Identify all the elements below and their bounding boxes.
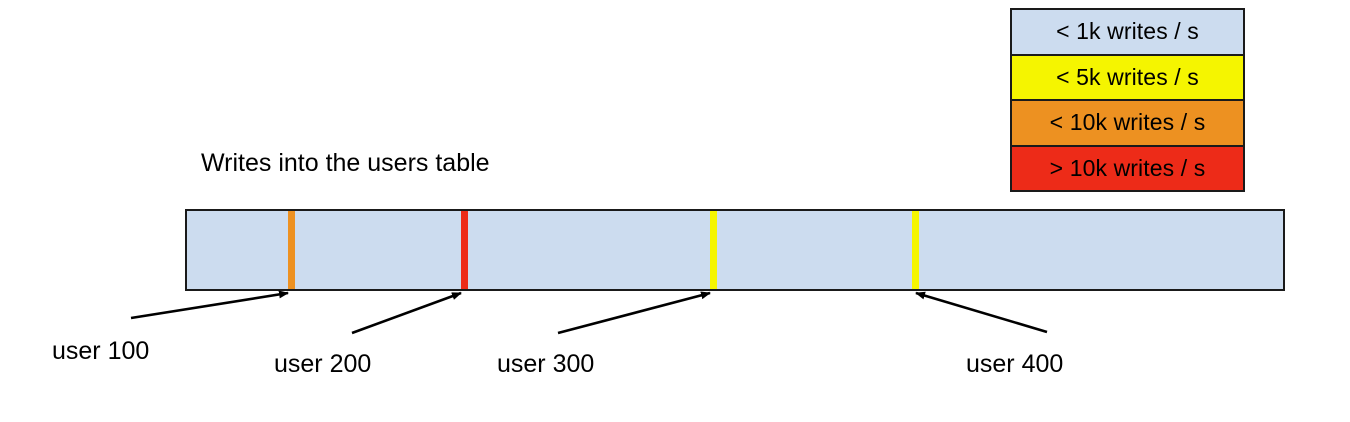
legend-row-under-5k: < 5k writes / s [1012, 55, 1243, 101]
label-user-400: user 400 [966, 350, 1064, 378]
hotspot-marker-user-400 [912, 211, 919, 289]
legend-label-under-5k: < 5k writes / s [1056, 63, 1199, 90]
hotspot-marker-user-200 [461, 211, 468, 289]
chart-caption: Writes into the users table [201, 149, 490, 177]
legend-label-under-10k: < 10k writes / s [1049, 109, 1206, 136]
arrow-to-user-300 [557, 291, 711, 335]
arrow-to-user-200 [351, 291, 462, 335]
legend-row-over-10k: > 10k writes / s [1012, 146, 1243, 190]
legend-row-under-1k: < 1k writes / s [1012, 10, 1243, 56]
arrow-to-user-100 [130, 290, 289, 320]
hotspot-marker-user-100 [288, 211, 295, 289]
write-rate-legend: < 1k writes / s < 5k writes / s < 10k wr… [1010, 8, 1245, 192]
hotspot-marker-user-300 [710, 211, 717, 289]
arrow-to-user-400 [915, 291, 1048, 334]
legend-row-under-10k: < 10k writes / s [1012, 101, 1243, 147]
label-user-200: user 200 [274, 350, 372, 378]
label-user-100: user 100 [52, 337, 150, 365]
legend-label-over-10k: > 10k writes / s [1049, 154, 1206, 181]
users-table-keyspace-bar [185, 209, 1285, 291]
legend-label-under-1k: < 1k writes / s [1056, 18, 1199, 45]
label-user-300: user 300 [497, 350, 595, 378]
